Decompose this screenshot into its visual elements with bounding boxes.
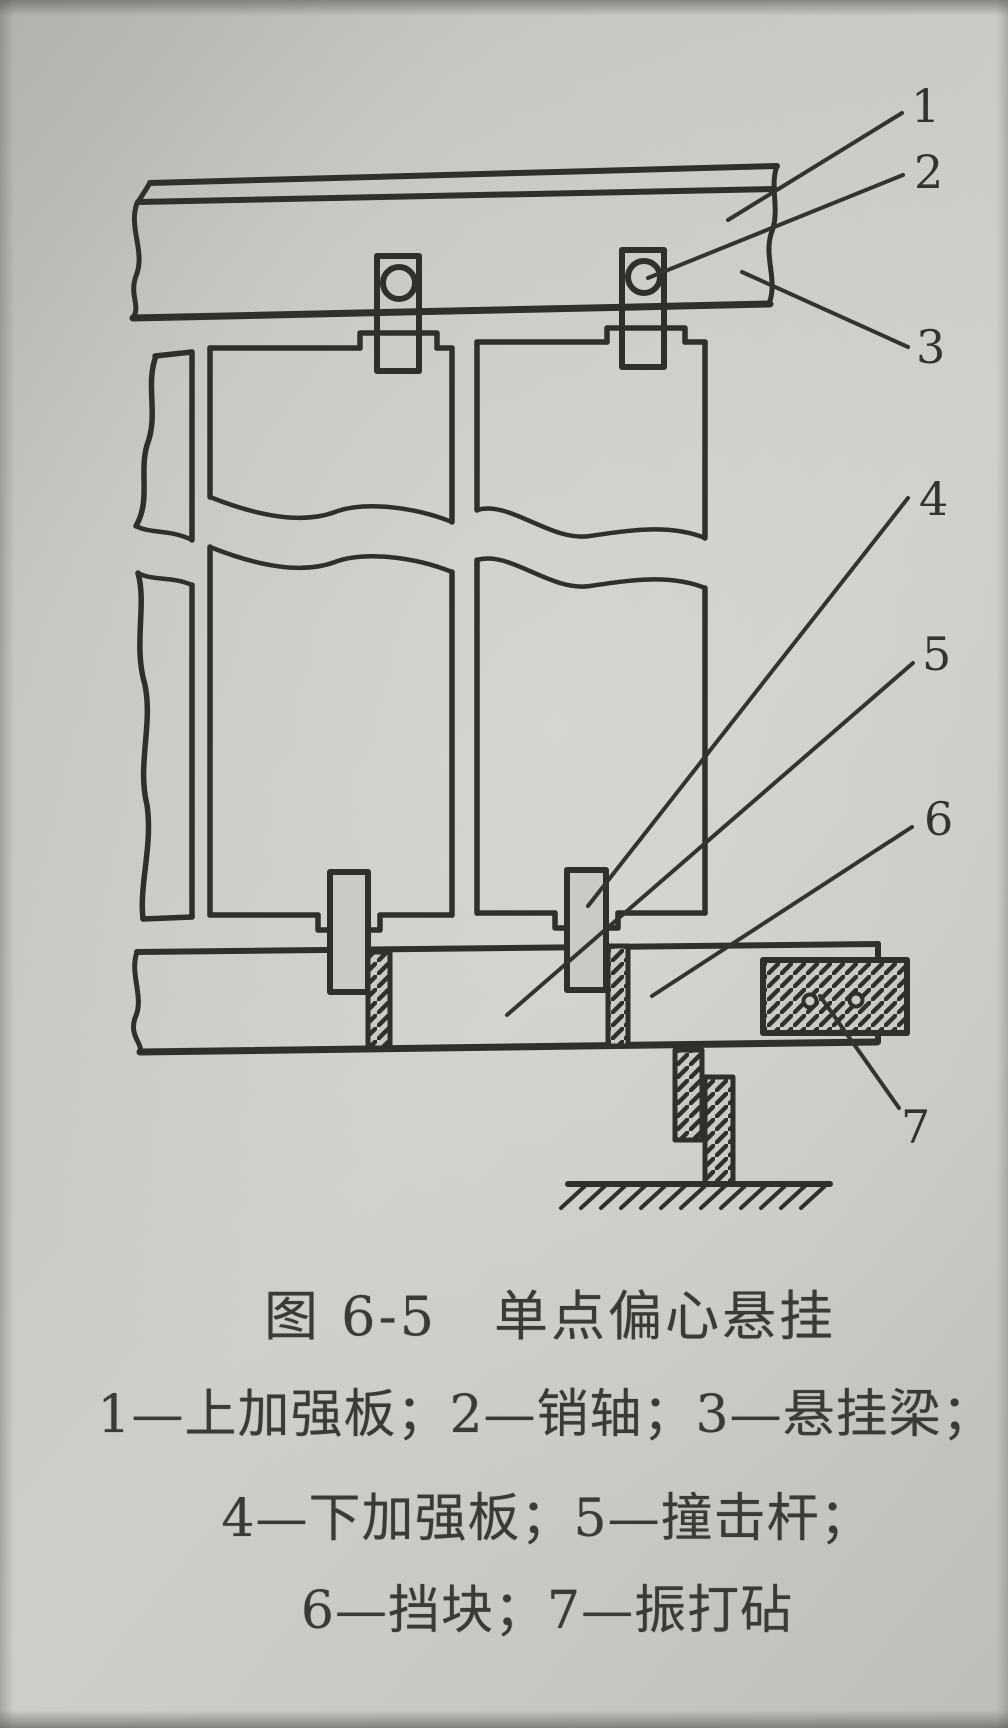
beam-top-edge-inner (135, 186, 778, 205)
callout-6: 6 (924, 792, 953, 846)
support-column-lower (702, 1074, 736, 1187)
legend-line-3: 6—挡块；7—振打砧 (300, 1581, 794, 1641)
lower-tab-1 (327, 869, 371, 995)
strip-break-wave-lower (135, 570, 195, 588)
callout-2: 2 (914, 145, 943, 199)
hanger-tab-2 (619, 247, 667, 370)
leader-lines (505, 111, 915, 1110)
ground-hatch (559, 1184, 827, 1210)
leader-line-6 (650, 825, 914, 998)
hanger-tab-1 (374, 253, 422, 374)
support-column-upper (672, 1047, 705, 1143)
panel-b-top-boss (604, 325, 688, 345)
beam-top-corner (135, 180, 153, 205)
hanger-tabs (374, 247, 667, 374)
anvil-hole-2 (847, 991, 865, 1009)
panel-a-break-wave-lower (207, 544, 455, 575)
suspension-beam (129, 163, 780, 322)
leader-line-7 (818, 994, 901, 1110)
strip-bottom-edge (140, 914, 195, 922)
callout-4: 4 (919, 472, 948, 526)
beam-right-break-edge (766, 163, 780, 307)
collecting-plates (133, 325, 708, 933)
strike-rod (131, 941, 881, 1056)
callout-7: 7 (901, 1100, 930, 1154)
callout-3: 3 (916, 320, 945, 374)
leader-line-2 (646, 173, 905, 280)
strike-rod-left-break-edge (131, 949, 143, 1055)
panel-a-top-boss (357, 330, 440, 351)
beam-bottom-edge (129, 300, 774, 322)
leader-line-4 (586, 496, 910, 908)
strip-left-break-lower (135, 570, 152, 922)
strike-rod-top-edge (134, 941, 881, 955)
panel-a-break-wave-upper (207, 494, 455, 525)
callout-1: 1 (911, 79, 940, 133)
rapping-anvil (760, 957, 910, 1036)
strip-break-wave-upper (133, 523, 195, 543)
strip-left-break-upper (133, 353, 159, 529)
callout-5: 5 (922, 627, 951, 681)
leader-line-5 (505, 661, 915, 1017)
callout-numbers: 1 2 3 4 5 6 7 (901, 79, 953, 1154)
anvil-support (559, 1047, 833, 1210)
rapping-anvil-assembly (760, 957, 910, 1036)
anvil-hole-1 (801, 992, 819, 1010)
pin-shaft-1 (380, 264, 418, 302)
stop-blocks (365, 943, 631, 1051)
beam-left-break-edge (130, 200, 142, 321)
legend-line-2: 4—下加强板；5—撞击杆； (221, 1489, 873, 1549)
legend-line-1: 1—上加强板；2—销轴；3—悬挂梁； (97, 1385, 995, 1445)
strip-top-edge (152, 349, 195, 359)
pin-shaft-2 (625, 258, 663, 296)
leader-line-3 (740, 270, 910, 349)
strike-rod-bottom-edge (136, 1038, 881, 1056)
panel-b-break-wave-lower (474, 556, 708, 591)
stop-block-1 (365, 949, 393, 1051)
panel-b-break-wave-upper (474, 506, 708, 541)
stop-block-2 (605, 943, 631, 1049)
leader-line-1 (726, 111, 904, 222)
figure-caption: 图 6-5 单点偏心悬挂 (263, 1285, 837, 1348)
beam-top-edge-outer (147, 163, 780, 186)
